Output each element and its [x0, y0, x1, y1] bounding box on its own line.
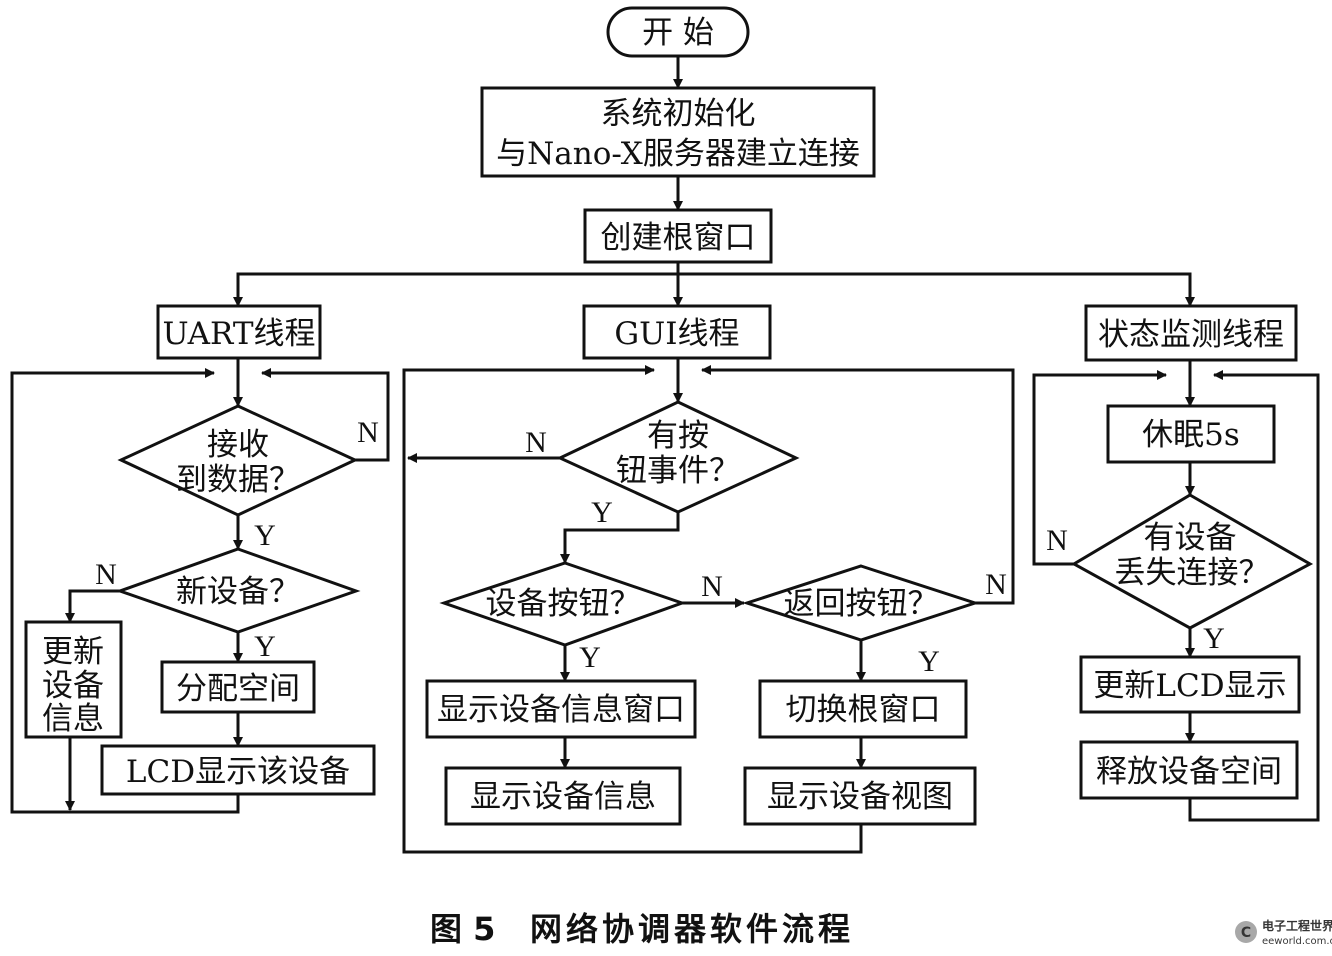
start-node: 开 始: [606, 6, 750, 58]
watermark-logo-glyph: C: [1241, 925, 1251, 941]
eeworld-watermark: C 电子工程世界 eeworld.com.cn: [1235, 918, 1332, 947]
show-device-info-box: 显示设备信息: [444, 766, 682, 826]
device-lost-decision: 有设备 丢失连接？: [1070, 493, 1314, 630]
back-button-label: 返回按钮？: [784, 586, 939, 622]
button-event-label-line1: 有按: [647, 418, 709, 454]
switch-root-window-label: 切换根窗口: [786, 692, 941, 728]
button-event-label-line2: 钮事件？: [616, 453, 740, 489]
show-device-view-label: 显示设备视图: [767, 779, 953, 815]
update-device-info-box: 更新 设备 信息: [24, 620, 123, 739]
gui-thread-box: GUI线程: [582, 304, 772, 360]
edge-label-devbtn-no: N: [701, 570, 723, 603]
lcd-show-device-label: LCD显示该设备: [126, 754, 350, 790]
update-lcd-box: 更新LCD显示: [1079, 655, 1301, 714]
edge-label-newdev-no: N: [95, 558, 117, 591]
receive-data-decision: 接收 到数据？: [117, 404, 359, 517]
edge-label-button-yes: Y: [591, 496, 613, 529]
show-device-view-box: 显示设备视图: [743, 766, 977, 826]
create-root-box: 创建根窗口: [583, 208, 773, 264]
device-button-decision: 设备按钮？: [439, 561, 687, 647]
show-info-window-label: 显示设备信息窗口: [437, 692, 685, 728]
back-button-decision: 返回按钮？: [742, 564, 980, 642]
sleep-box: 休眠5s: [1106, 404, 1276, 464]
eeworld-logo-icon: [1235, 921, 1257, 943]
watermark-name: 电子工程世界: [1262, 918, 1332, 933]
edge-label-backbtn-yes: Y: [918, 645, 940, 678]
receive-data-label-line2: 到数据？: [176, 462, 300, 498]
status-thread-box: 状态监测线程: [1084, 304, 1298, 362]
edge-label-devbtn-yes: Y: [579, 641, 601, 674]
init-box: 系统初始化 与Nano-X服务器建立连接: [480, 86, 876, 178]
update-info-label-line3: 信息: [42, 701, 104, 737]
uart-thread-label: UART线程: [162, 316, 315, 352]
lcd-show-device-box: LCD显示该设备: [100, 744, 376, 796]
init-label-line1: 系统初始化: [601, 96, 756, 132]
figure-caption: 图 5 网络协调器软件流程: [430, 910, 854, 948]
start-label: 开 始: [642, 15, 714, 51]
watermark-url: eeworld.com.cn: [1262, 936, 1332, 947]
edge-labels: N Y N Y N Y N Y N Y N Y: [95, 416, 1225, 678]
new-device-label: 新设备？: [176, 574, 300, 610]
edge-label-receive-yes: Y: [254, 519, 276, 552]
sleep-label: 休眠5s: [1142, 417, 1240, 453]
uart-thread-box: UART线程: [156, 304, 322, 360]
device-button-label: 设备按钮？: [486, 586, 641, 622]
figure-number: 图 5: [430, 910, 495, 948]
update-info-label-line2: 设备: [42, 668, 104, 704]
edge-label-button-no: N: [525, 426, 547, 459]
init-label-line2: 与Nano-X服务器建立连接: [496, 136, 860, 172]
switch-root-window-box: 切换根窗口: [758, 679, 968, 739]
figure-title: 网络协调器软件流程: [530, 910, 854, 948]
gui-thread-label: GUI线程: [614, 316, 739, 352]
device-lost-label-line2: 丢失连接？: [1115, 555, 1270, 591]
button-event-decision: 有按 钮事件？: [556, 400, 800, 514]
edge-label-backbtn-no: N: [985, 568, 1007, 601]
allocate-space-box: 分配空间: [160, 660, 316, 714]
edge-label-receive-no: N: [357, 416, 379, 449]
edge-label-lost-no: N: [1046, 524, 1068, 557]
update-info-label-line1: 更新: [42, 634, 104, 670]
edge-label-newdev-yes: Y: [254, 630, 276, 663]
show-device-info-label: 显示设备信息: [470, 779, 656, 815]
new-device-decision: 新设备？: [115, 547, 361, 634]
free-space-box: 释放设备空间: [1079, 740, 1299, 800]
update-lcd-label: 更新LCD显示: [1093, 668, 1286, 704]
free-space-label: 释放设备空间: [1096, 754, 1282, 790]
show-info-window-box: 显示设备信息窗口: [425, 679, 697, 739]
status-thread-label: 状态监测线程: [1098, 317, 1284, 353]
edge-label-lost-yes: Y: [1203, 622, 1225, 655]
device-lost-label-line1: 有设备: [1144, 520, 1237, 556]
allocate-space-label: 分配空间: [176, 671, 300, 707]
receive-data-label-line1: 接收: [207, 427, 269, 463]
connectors: [10, 56, 1320, 854]
create-root-label: 创建根窗口: [601, 220, 756, 256]
